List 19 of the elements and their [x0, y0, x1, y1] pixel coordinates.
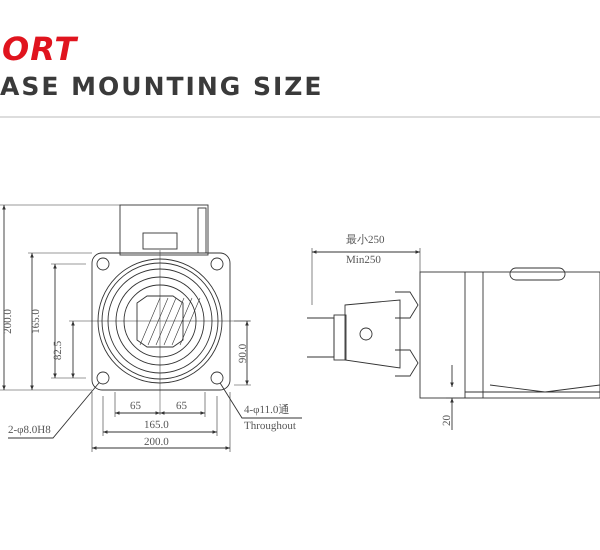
dimension-label: 200.0 — [2, 308, 15, 334]
subtitle: ASE MOUNTING SIZE — [0, 72, 324, 102]
dimension-label: 82.5 — [52, 340, 66, 360]
leader-line — [220, 382, 302, 418]
leader-line — [8, 382, 100, 438]
title: ORT — [2, 30, 78, 68]
dimension-label: 200.0 — [144, 436, 169, 449]
dimension-label: 最小250 — [346, 234, 384, 247]
dimension-label: Min250 — [346, 254, 381, 267]
dimension-label: 65 — [130, 400, 141, 413]
dimension-label: 165.0 — [30, 308, 43, 334]
mounting-hole — [210, 372, 224, 384]
dimension-label: 65 — [176, 400, 187, 413]
dimension-label: 165.0 — [144, 419, 169, 432]
mounting-hole — [96, 372, 110, 384]
callout-label: 4-φ11.0通 Throughout — [244, 402, 302, 434]
dimension-label: 20 — [441, 414, 454, 426]
callout-label: 2-φ8.0H8 — [8, 424, 51, 437]
dimension-label: 90.0 — [237, 343, 250, 363]
